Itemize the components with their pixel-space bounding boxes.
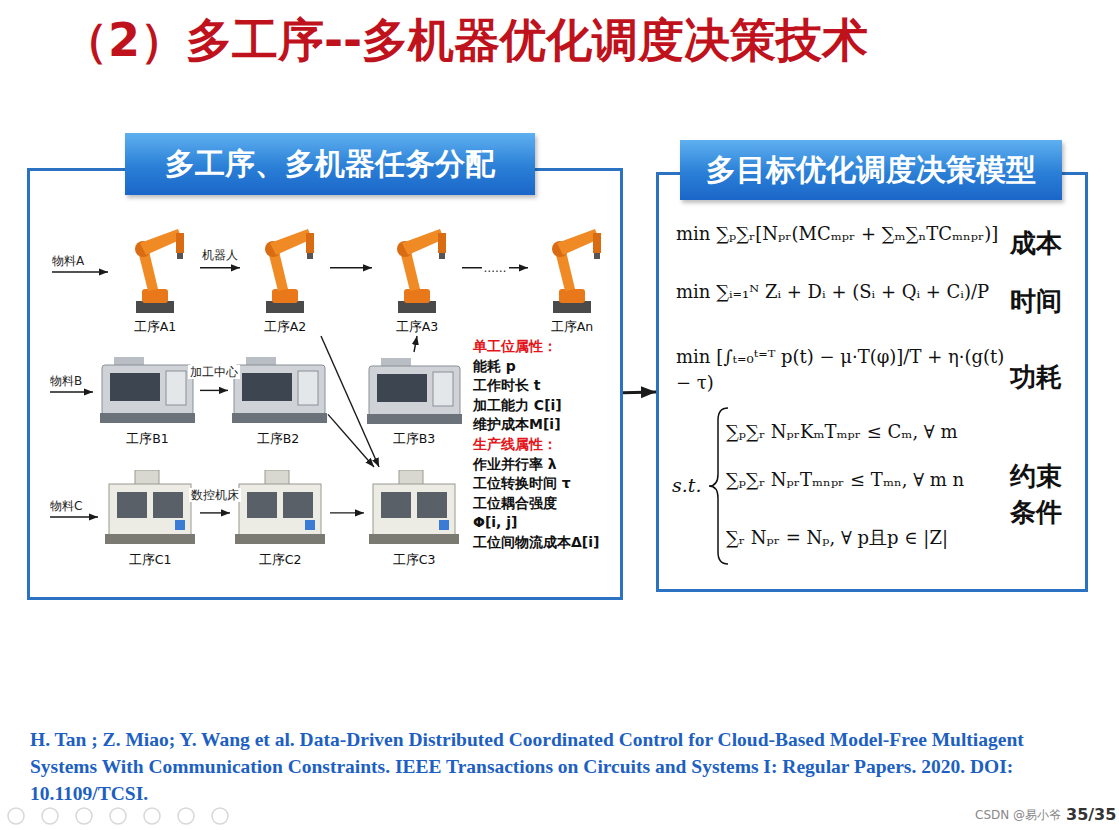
flow-arrow — [414, 336, 417, 352]
formula: min ∑ₚ∑ᵣ[Nₚᵣ(MCₘₚᵣ + ∑ₘ∑ₙTCₘₙₚᵣ)] — [676, 222, 998, 246]
text-label: 物料C — [50, 499, 82, 514]
text-label: 能耗 p — [473, 357, 516, 375]
toolbar-icon — [212, 808, 228, 824]
toolbar-icon — [110, 808, 126, 824]
formula: min ∑ᵢ₌₁ᴺ Zᵢ + Dᵢ + (Sᵢ + Qᵢ + Cᵢ)/P — [676, 280, 989, 304]
text-label: 单工位属性： — [473, 337, 557, 355]
text-label: s.t. — [672, 474, 701, 496]
edge-label: 数控机床 — [189, 488, 241, 502]
process-step: 工序A1 — [110, 212, 200, 336]
text-label: 物料A — [52, 254, 84, 269]
cnc-machine-figure — [105, 470, 195, 544]
text-label: 物料B — [50, 374, 82, 389]
process-step: 工序B3 — [364, 352, 464, 448]
edge-label: 加工中心 — [188, 365, 240, 379]
toolbar-icon — [42, 808, 58, 824]
process-step: 工序An — [528, 212, 616, 336]
objective-label: 功耗 — [1010, 360, 1062, 394]
edge-label: …… — [482, 261, 509, 275]
flow-arrow — [330, 267, 372, 268]
formula: ∑ₚ∑ᵣ NₚᵣKₘTₘₚᵣ ≤ Cₘ, ∀ m — [726, 420, 957, 444]
slide-title: （2）多工序--多机器优化调度决策技术 — [62, 12, 868, 68]
objective-label: 约束条件 — [1010, 458, 1066, 530]
material-arrow — [50, 391, 93, 392]
text-label: 工位转换时间 τ — [473, 474, 571, 492]
constraint-brace — [709, 408, 728, 564]
reference-caption: H. Tan ; Z. Miao; Y. Wang et al. Data-Dr… — [30, 726, 1088, 807]
text-label: CSDN @易小爷 — [975, 808, 1061, 823]
toolbar-icon — [178, 808, 194, 824]
process-step: 工序B1 — [95, 352, 200, 448]
flow-arrow — [321, 336, 379, 467]
robot-figure — [397, 229, 446, 313]
cnc-machine-figure — [369, 470, 459, 544]
process-step: 工序A3 — [372, 212, 462, 336]
machining-center-figure — [100, 357, 195, 423]
edge-label: 机器人 — [200, 248, 240, 262]
toolbar-icon — [76, 808, 92, 824]
text-label: 维护成本M[i] — [473, 415, 561, 433]
step-caption: 工序B2 — [257, 431, 300, 448]
formula: ∑ᵣ Nₚᵣ = Nₚ, ∀ p且p ∈ |Z| — [726, 526, 948, 550]
step-caption: 工序C1 — [129, 552, 172, 569]
step-caption: 工序B3 — [393, 431, 436, 448]
flow-arrow — [330, 512, 364, 513]
process-step: 工序C2 — [230, 467, 330, 569]
step-caption: 工序A3 — [396, 319, 439, 336]
flow-arrow-large — [623, 391, 656, 395]
step-caption: 工序B1 — [126, 431, 169, 448]
formula: ∑ₚ∑ᵣ NₚᵣTₘₙₚᵣ ≤ Tₘₙ, ∀ m n — [726, 468, 964, 492]
text-label: Φ[i, j] — [473, 513, 518, 531]
material-arrow — [50, 516, 98, 517]
text-label: 加工能力 C[i] — [473, 396, 562, 414]
objective-label: 成本 — [1010, 226, 1062, 260]
process-step: 工序A2 — [240, 212, 330, 336]
step-caption: 工序A2 — [264, 319, 307, 336]
process-step: 工序B2 — [228, 352, 328, 448]
material-arrow — [52, 271, 108, 272]
text-label: 生产线属性： — [473, 435, 557, 453]
toolbar-icon — [144, 808, 160, 824]
step-caption: 工序C2 — [259, 552, 302, 569]
objective-label: 时间 — [1010, 284, 1062, 318]
machining-center-figure — [367, 358, 462, 424]
flow-arrow — [200, 512, 230, 513]
flow-arrow — [200, 267, 240, 268]
flow-arrow — [200, 390, 228, 391]
robot-figure — [135, 229, 184, 313]
formula: min [∫ₜ₌₀ᵗ⁼ᵀ p(t) − μ·T(φ)]/T + η·(g(t) … — [676, 344, 1006, 396]
text-label: 工位间物流成本Δ[i] — [473, 533, 599, 551]
text-label: 作业并行率 λ — [473, 455, 557, 473]
robot-figure — [265, 229, 314, 313]
process-step: 工序C1 — [100, 467, 200, 569]
text-label: 工作时长 t — [473, 376, 541, 394]
panel-heading: 多目标优化调度决策模型 — [680, 140, 1062, 200]
process-step: 工序C3 — [364, 467, 464, 569]
machining-center-figure — [232, 357, 327, 423]
robot-figure — [552, 229, 601, 313]
toolbar-icon — [8, 808, 24, 824]
step-caption: 工序A1 — [134, 319, 177, 336]
text-label: 工位耦合强度 — [473, 494, 557, 512]
panel-heading: 多工序、多机器任务分配 — [125, 133, 535, 195]
text-label: 35/35 — [1066, 805, 1116, 824]
step-caption: 工序C3 — [393, 552, 436, 569]
player-toolbar — [8, 808, 228, 824]
step-caption: 工序An — [551, 319, 593, 336]
cnc-machine-figure — [235, 470, 325, 544]
